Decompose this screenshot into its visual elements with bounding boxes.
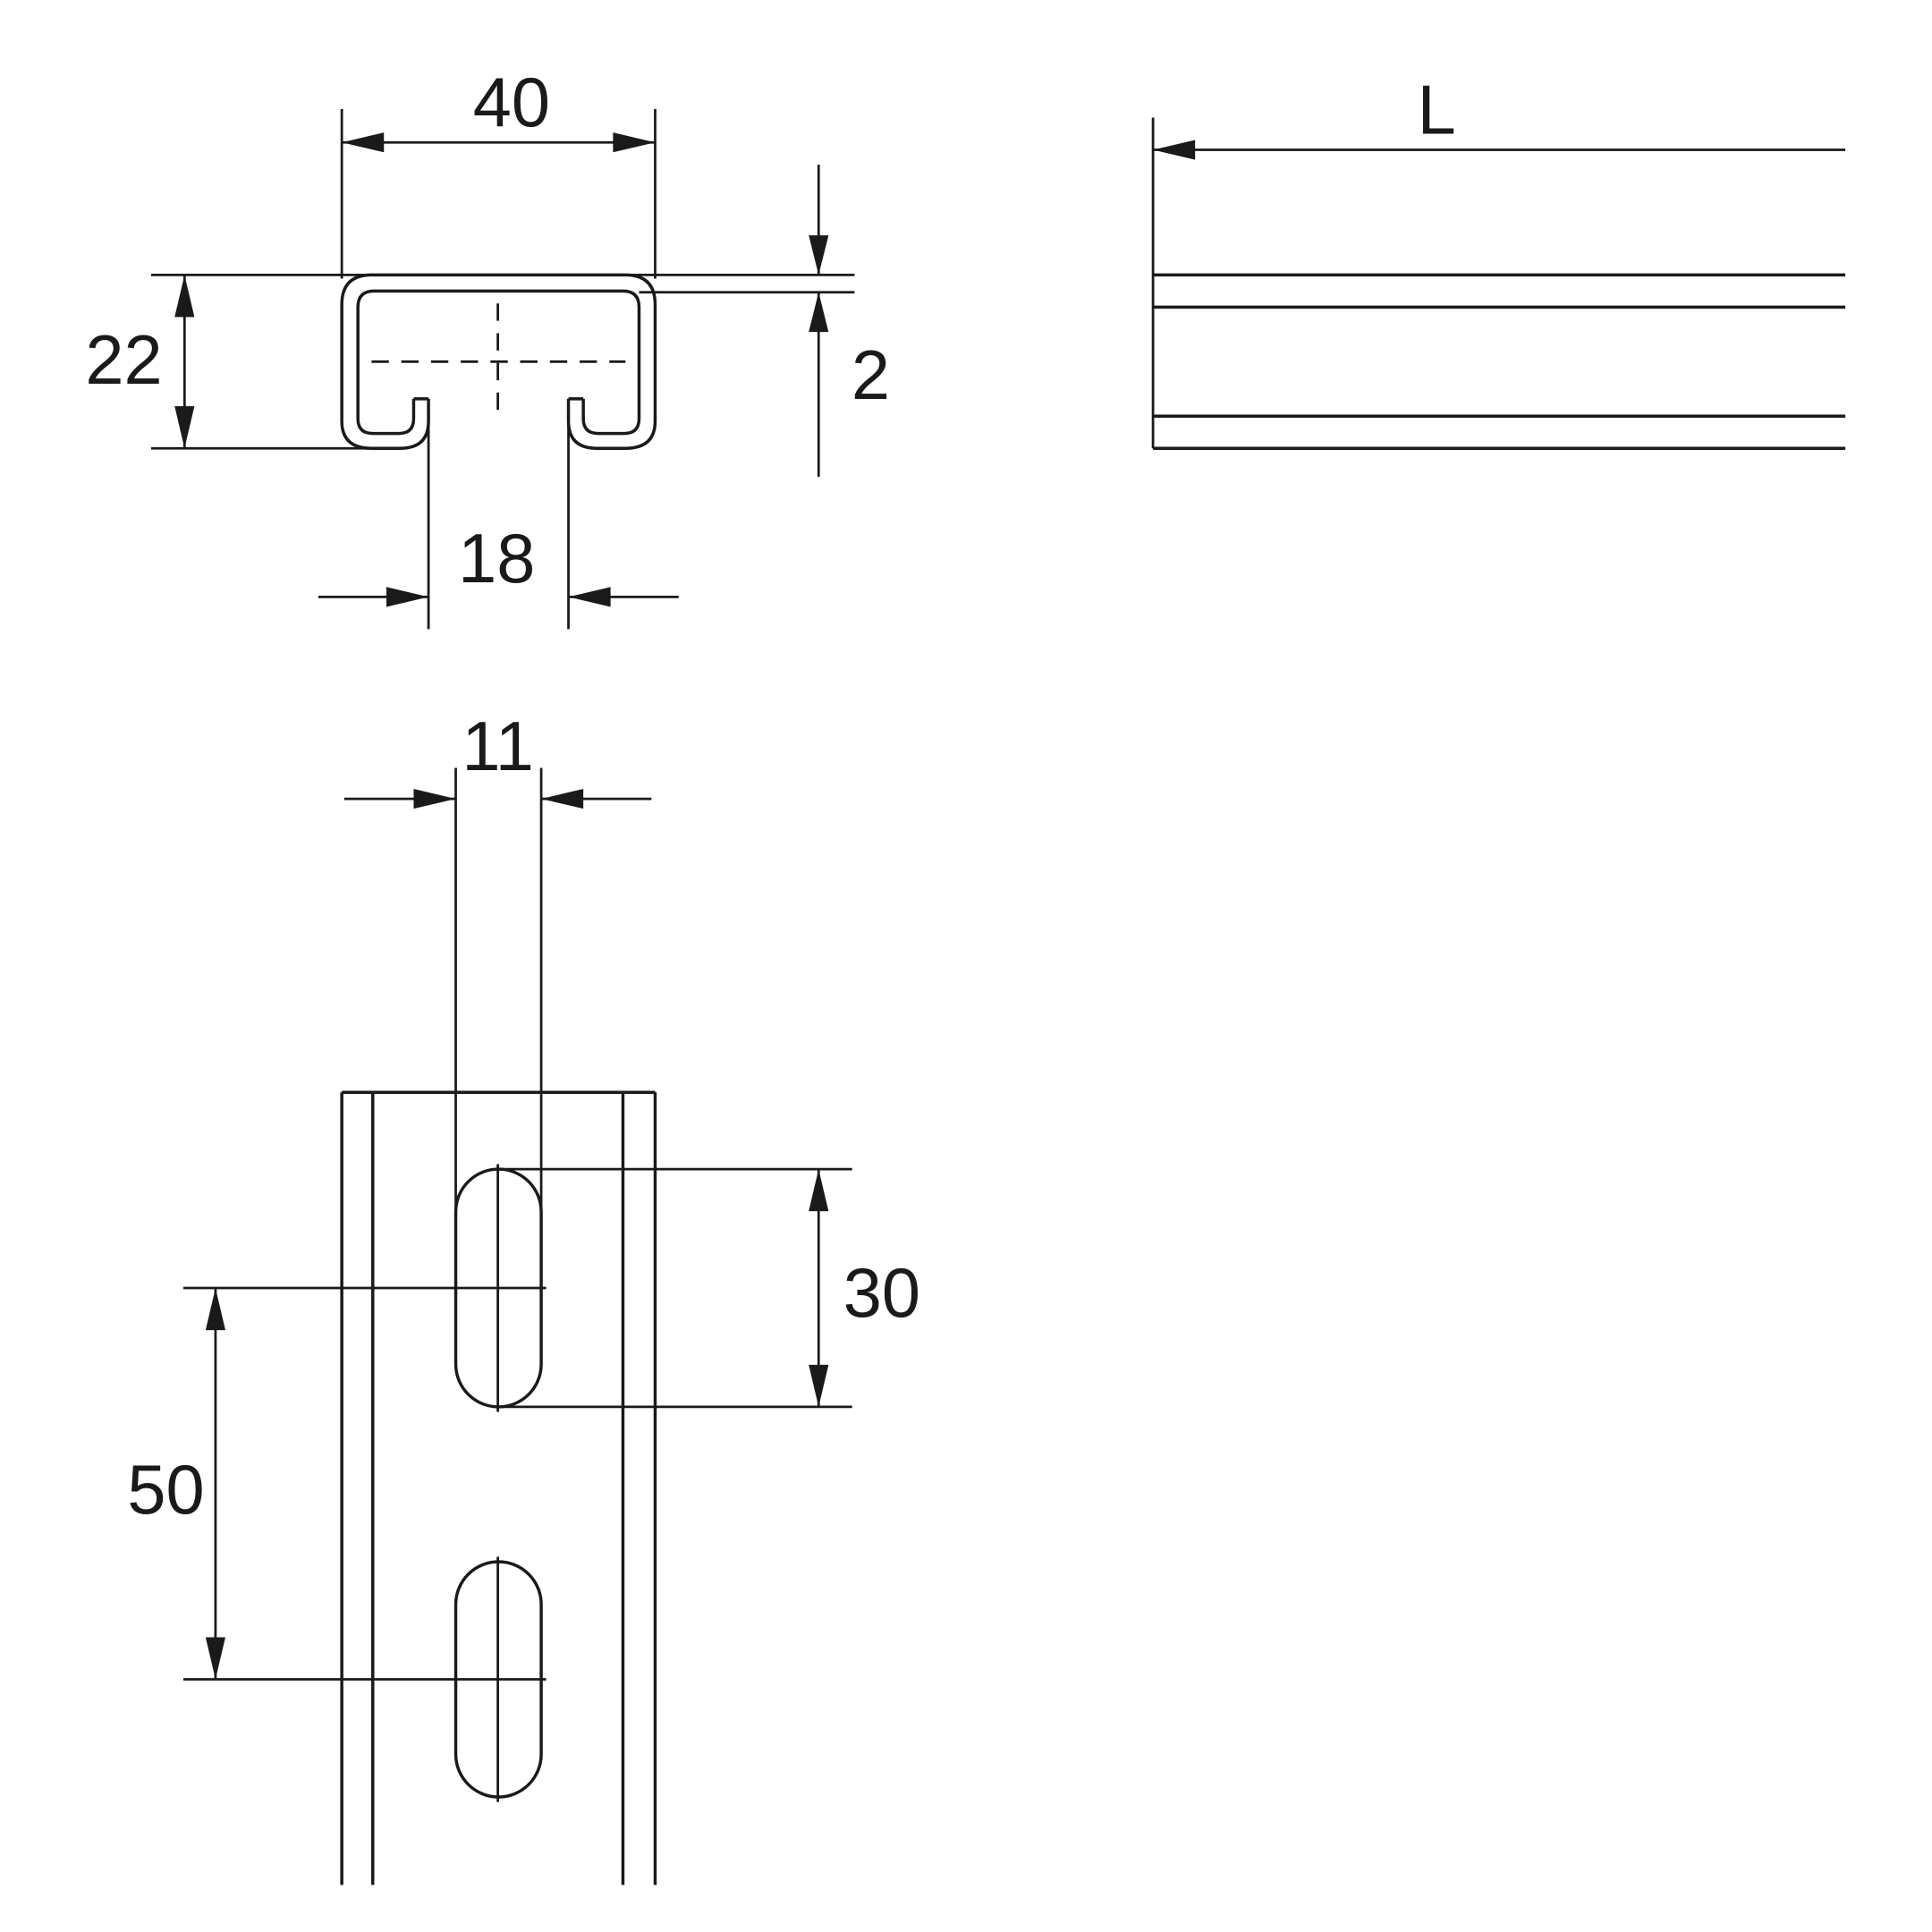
profile-inner	[356, 289, 641, 436]
dim-label-slot-width: 11	[462, 708, 533, 785]
arrow-length-left	[1153, 140, 1196, 160]
arrow-18-right	[568, 587, 611, 607]
arrow-22-top	[174, 275, 195, 318]
arrow-40-left	[342, 132, 385, 153]
arrow-30-top	[809, 1169, 829, 1212]
profile-outer	[340, 273, 657, 450]
dim-label-slot-length: 30	[843, 1255, 920, 1332]
side-view: L	[1151, 72, 1846, 450]
arrow-50-bottom	[205, 1637, 225, 1680]
profile-outer-left-lip	[371, 398, 430, 450]
arrow-40-right	[613, 132, 656, 153]
dim-label-slot-pitch: 50	[127, 1452, 204, 1529]
arrow-2-bottom	[809, 292, 829, 333]
dim-label-length: L	[1418, 72, 1456, 149]
arrow-22-bottom	[174, 406, 195, 449]
dim-label-width: 40	[473, 64, 550, 141]
dim-label-slot-opening: 18	[458, 521, 535, 597]
dim-label-height: 22	[85, 322, 162, 399]
arrow-30-bottom	[809, 1364, 829, 1407]
cross-section-view: 40 22 2 18	[85, 64, 890, 630]
arrow-18-left	[386, 587, 429, 607]
arrow-11-left	[413, 789, 456, 809]
arrow-2-top	[809, 235, 829, 275]
arrow-11-right	[541, 789, 584, 809]
front-view: 11 30 50	[127, 708, 920, 1885]
arrow-50-top	[205, 1288, 225, 1331]
dim-label-thickness: 2	[852, 337, 890, 414]
